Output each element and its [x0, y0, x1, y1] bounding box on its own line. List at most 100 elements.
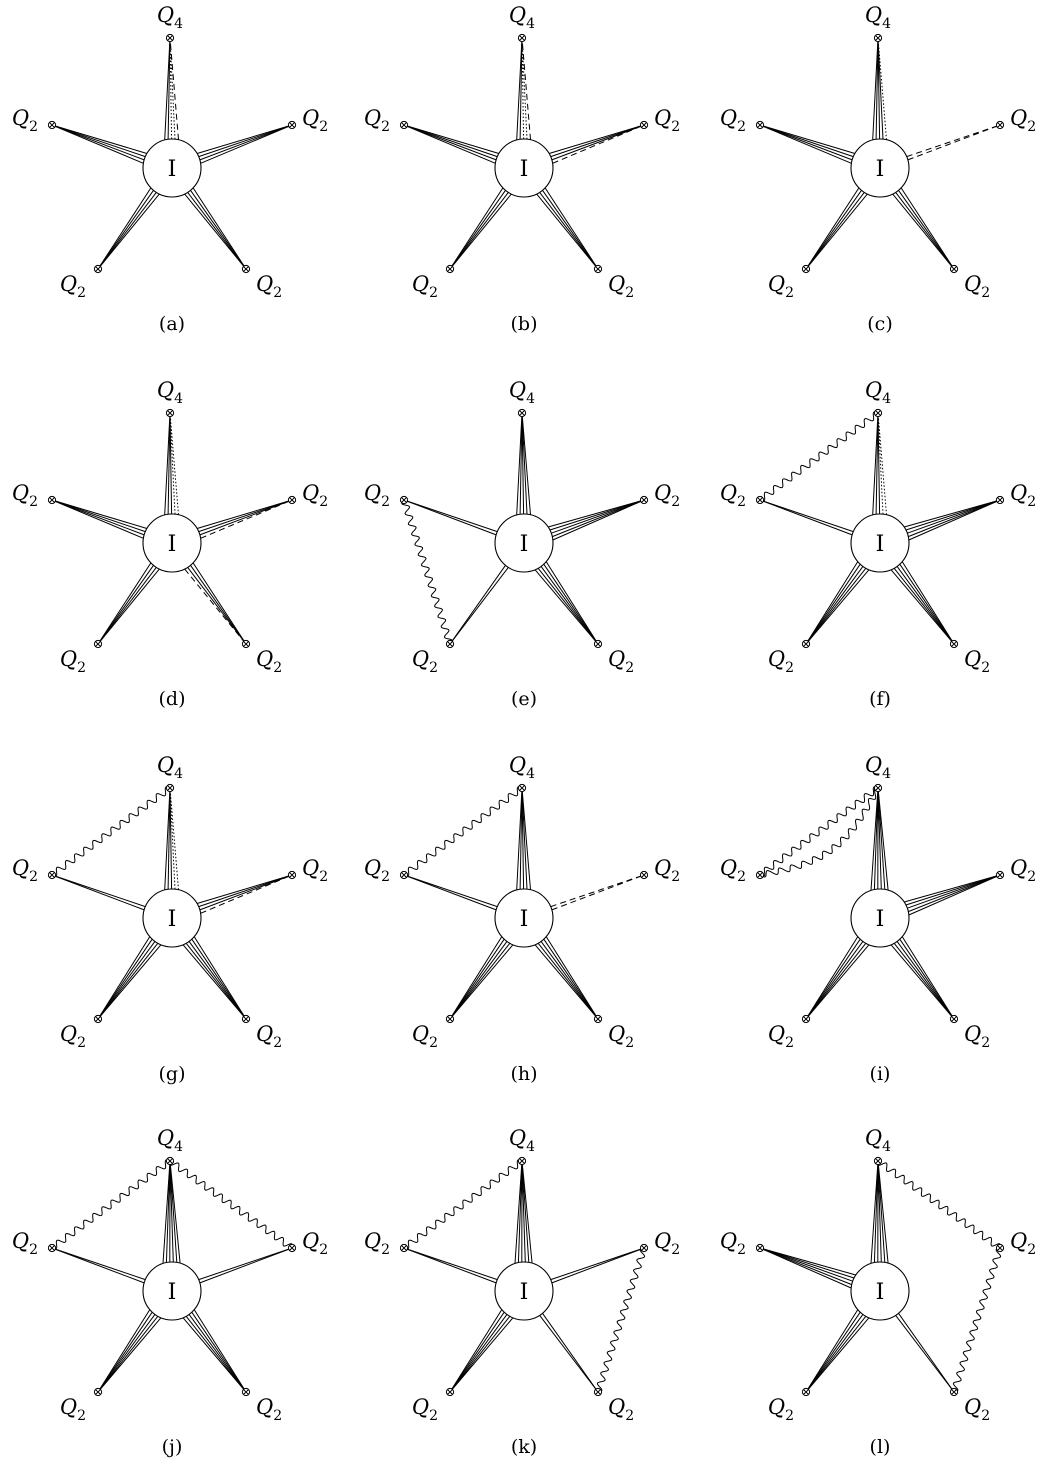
solid-propagator-line	[169, 1160, 174, 1263]
solid-propagator-line	[908, 874, 1001, 916]
solid-propagator-line	[164, 787, 171, 890]
solid-propagator-line	[51, 499, 144, 539]
solid-propagator-line	[552, 499, 645, 541]
solid-propagator-line	[877, 1160, 882, 1263]
vertex-otimes-icon	[399, 495, 409, 505]
solid-propagator-line	[550, 1247, 645, 1281]
vertex-otimes-icon	[593, 1387, 603, 1397]
wavy-line	[403, 786, 523, 877]
vertex-otimes-icon	[165, 408, 175, 418]
q2-label: Q2	[1010, 481, 1036, 510]
dotted-propagator-line	[169, 787, 179, 890]
vertex-otimes-icon	[801, 264, 811, 274]
solid-propagator-line	[900, 187, 955, 270]
solid-propagator-line	[890, 944, 955, 1020]
solid-propagator-line	[198, 124, 293, 158]
q2-label: Q2	[608, 1395, 634, 1424]
panel-caption: (d)	[159, 688, 186, 710]
solid-propagator-line	[896, 566, 955, 645]
q2-label: Q2	[1010, 106, 1036, 135]
solid-propagator-line	[97, 936, 151, 1020]
vertex-otimes-icon	[755, 495, 765, 505]
solid-propagator-line	[199, 124, 293, 161]
vertex-otimes-icon	[445, 1014, 455, 1024]
q2-label: Q2	[302, 856, 328, 885]
q2-label: Q2	[12, 1229, 38, 1258]
solid-propagator-line	[164, 412, 171, 515]
vertex-otimes-icon	[593, 264, 603, 274]
solid-propagator-line	[198, 874, 293, 908]
vertex-otimes-icon	[801, 1014, 811, 1024]
solid-propagator-line	[97, 1314, 156, 1393]
solid-propagator-line	[805, 1315, 867, 1393]
solid-propagator-line	[449, 1315, 511, 1393]
dashed-propagator-line	[550, 874, 645, 908]
solid-propagator-line	[169, 787, 173, 890]
q2-label: Q2	[720, 856, 746, 885]
solid-propagator-line	[905, 499, 1001, 531]
core-label: I	[520, 907, 529, 932]
solid-propagator-line	[805, 563, 861, 645]
vertex-otimes-icon	[995, 120, 1005, 130]
solid-propagator-line	[895, 1315, 955, 1393]
core-circle	[494, 513, 554, 573]
solid-propagator-line	[167, 787, 171, 890]
solid-propagator-line	[548, 124, 645, 154]
solid-propagator-line	[198, 499, 293, 533]
solid-propagator-line	[517, 1160, 523, 1263]
q2-label: Q2	[964, 647, 990, 676]
core-label: I	[876, 532, 885, 557]
solid-propagator-line	[552, 499, 645, 538]
wavy-line	[51, 786, 171, 877]
q2-label: Q2	[364, 1229, 390, 1258]
q4-label: Q4	[509, 378, 535, 407]
panel-caption: (a)	[159, 313, 185, 335]
solid-propagator-line	[97, 1317, 162, 1393]
solid-propagator-line	[196, 499, 293, 529]
q2-label: Q2	[364, 481, 390, 510]
solid-propagator-line	[548, 499, 645, 528]
solid-propagator-line	[97, 942, 159, 1020]
core-circle	[850, 888, 910, 948]
vertex-otimes-icon	[995, 1243, 1005, 1253]
solid-propagator-line	[169, 412, 173, 515]
q4-label: Q4	[509, 3, 535, 32]
solid-propagator-line	[191, 938, 247, 1020]
solid-propagator-line	[193, 1309, 247, 1393]
q2-label: Q2	[412, 1395, 438, 1424]
solid-propagator-line	[200, 124, 293, 164]
q2-label: Q2	[1010, 856, 1036, 885]
core-circle	[850, 138, 910, 198]
solid-propagator-line	[521, 412, 531, 515]
solid-propagator-line	[537, 567, 599, 645]
solid-propagator-line	[403, 124, 497, 161]
dashed-propagator-line	[200, 499, 293, 539]
solid-propagator-line	[97, 567, 157, 645]
wavy-line	[759, 786, 879, 877]
vertex-otimes-icon	[517, 1156, 527, 1166]
dashed-propagator-line	[552, 124, 645, 164]
solid-propagator-line	[540, 566, 599, 645]
solid-propagator-line	[759, 499, 854, 533]
solid-propagator-line	[805, 567, 867, 645]
solid-propagator-line	[167, 37, 171, 140]
q2-label: Q2	[256, 272, 282, 301]
solid-propagator-line	[899, 938, 955, 1020]
vertex-otimes-icon	[93, 264, 103, 274]
q4-label: Q4	[157, 1126, 183, 1155]
solid-propagator-line	[521, 412, 525, 515]
q2-label: Q2	[412, 647, 438, 676]
solid-propagator-line	[545, 936, 599, 1020]
vertex-otimes-icon	[93, 1387, 103, 1397]
vertex-otimes-icon	[47, 120, 57, 130]
solid-propagator-line	[551, 499, 645, 534]
core-label: I	[876, 157, 885, 182]
solid-propagator-line	[805, 1309, 859, 1393]
core-label: I	[168, 532, 177, 557]
